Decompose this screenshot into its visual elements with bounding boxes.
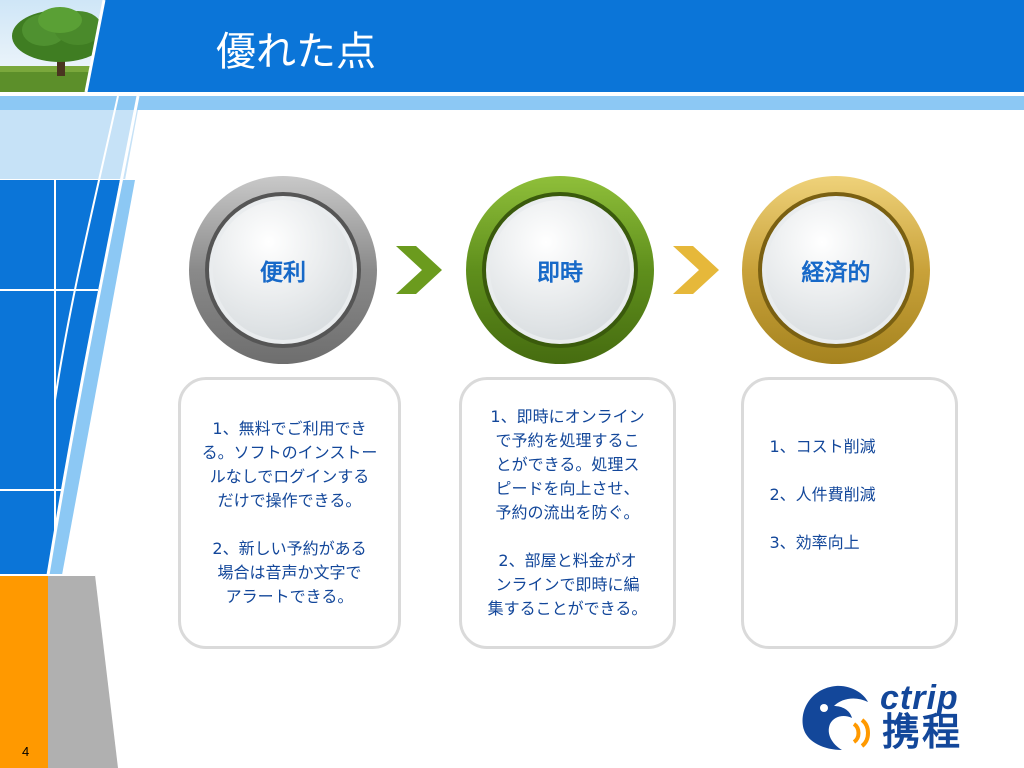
chevron-right-icon [673,246,719,294]
card-paragraph: 1、即時にオンライン で予約を処理するこ とができる。処理ス ピードを向上させ、… [490,407,645,522]
feature-card-convenient: 1、無料でご利用でき る。ソフトのインストー ルなしでログインする だけで操作で… [178,377,401,649]
feature-circle-economical: 経済的 [740,174,932,366]
header-bar [0,0,1024,92]
card-paragraph: 1、無料でご利用でき る。ソフトのインストー ルなしでログインする だけで操作で… [201,419,378,510]
left-decoration [0,95,140,768]
card-list-item: 2、人件費削減 [769,485,876,504]
tree-image [0,0,132,92]
card-paragraph: 2、新しい予約がある 場合は音声か文字で アラートできる。 [212,539,367,606]
page-number: 4 [22,744,30,759]
dolphin-logo-icon [802,685,870,750]
header-band [0,96,1024,110]
feature-card-instant: 1、即時にオンライン で予約を処理するこ とができる。処理ス ピードを向上させ、… [459,377,676,649]
header-divider [0,92,1024,96]
chevron-right-icon [396,246,442,294]
feature-label: 便利 [260,260,306,286]
card-paragraph: 2、部屋と料金がオ ンラインで即時に編 集することができる。 [487,551,648,618]
card-list-item: 3、効率向上 [769,533,860,552]
feature-circle-instant: 即時 [464,174,656,366]
slide-title: 優れた点 [216,29,376,75]
logo-wordmark: ctrip [880,679,959,717]
ctrip-logo: ctrip 携程 [794,680,1004,756]
card-list-item: 1、コスト削減 [769,437,876,456]
feature-label: 経済的 [801,260,871,286]
feature-label: 即時 [537,260,583,286]
logo-chinese-name: 携程 [882,710,963,754]
feature-circle-convenient: 便利 [187,174,379,366]
feature-card-economical: 1、コスト削減 2、人件費削減 3、効率向上 [741,377,958,649]
